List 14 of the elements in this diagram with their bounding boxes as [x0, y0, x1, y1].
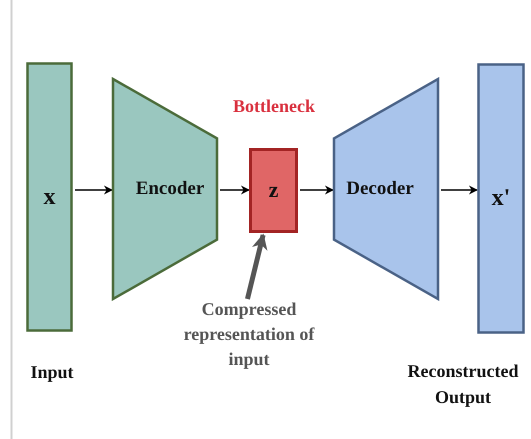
node-label: x — [44, 182, 56, 212]
node-label: Encoder — [136, 178, 204, 200]
node-label: x' — [492, 184, 510, 213]
bottleneck-label: Bottleneck — [232, 95, 316, 118]
node-label: Reconstructed Output — [406, 360, 520, 410]
node-label: Input — [29, 361, 75, 384]
annotation-text: Compressed representation of input — [182, 298, 316, 372]
node-label: z — [268, 177, 278, 204]
arrow — [75, 186, 113, 194]
arrow — [300, 186, 334, 194]
node-label: Decoder — [346, 178, 414, 200]
arrow — [220, 186, 250, 194]
arrow — [441, 186, 478, 194]
arrow — [245, 233, 268, 300]
